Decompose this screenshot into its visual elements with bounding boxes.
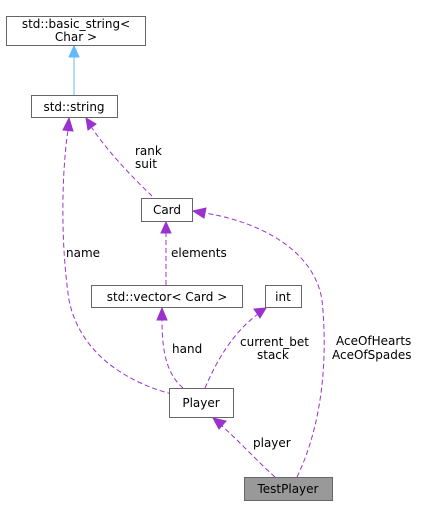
- node-player[interactable]: Player: [169, 388, 234, 418]
- node-std-string[interactable]: std::string: [31, 95, 118, 118]
- node-int-label: int: [275, 290, 291, 304]
- node-vector-card[interactable]: std::vector< Card >: [91, 285, 243, 308]
- edge-testplayer-card: AceOfHearts AceOfSpades: [191, 207, 412, 478]
- node-basic-string-line1: std::basic_string<: [22, 17, 130, 31]
- edge-label-suit: suit: [135, 157, 157, 171]
- edge-testplayer-player: player: [212, 417, 291, 478]
- edge-label-hand: hand: [172, 342, 202, 356]
- node-testplayer[interactable]: TestPlayer: [244, 477, 333, 501]
- node-vector-card-label: std::vector< Card >: [107, 290, 228, 304]
- node-basic-string-line2: Char >: [55, 30, 97, 44]
- edge-label-rank: rank: [135, 144, 162, 158]
- edge-vector-elements: elements: [160, 220, 227, 285]
- node-card[interactable]: Card: [141, 198, 193, 222]
- edge-label-name: name: [66, 246, 100, 260]
- edge-label-elements: elements: [171, 246, 227, 260]
- edge-player-hand: hand: [156, 306, 202, 389]
- edge-label-ace-of-spades: AceOfSpades: [332, 348, 412, 362]
- edge-label-current-bet: current_bet: [240, 335, 309, 349]
- edge-player-name: name: [62, 116, 181, 397]
- node-basic-string[interactable]: std::basic_string< Char >: [6, 16, 146, 46]
- node-card-label: Card: [153, 203, 181, 217]
- edge-string-inherits-basic-string: [68, 44, 80, 95]
- edge-label-stack: stack: [257, 348, 289, 362]
- node-testplayer-label: TestPlayer: [257, 482, 319, 496]
- node-int[interactable]: int: [265, 285, 302, 308]
- node-std-string-label: std::string: [43, 100, 104, 114]
- edge-card-rank-suit: rank suit: [85, 117, 162, 197]
- edge-player-int: current_bet stack: [204, 307, 309, 389]
- edge-label-ace-of-hearts: AceOfHearts: [336, 334, 411, 348]
- node-player-label: Player: [182, 396, 219, 410]
- edge-label-player: player: [253, 436, 291, 450]
